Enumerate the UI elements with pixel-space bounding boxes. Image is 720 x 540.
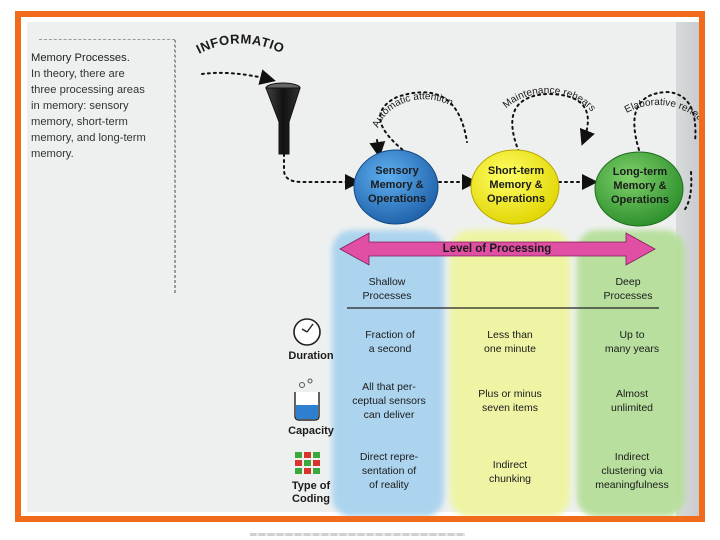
caption-line: memory, and long-term — [31, 132, 146, 144]
level-of-processing-label: Level of Processing — [442, 243, 552, 255]
caption-line: three processing areas — [31, 84, 145, 96]
information-label: INFORMATION — [27, 22, 287, 57]
sensory-memory-node — [353, 149, 439, 225]
caption-line: in memory: sensory — [31, 100, 129, 112]
duration-label: Duration — [288, 350, 334, 362]
caption-box — [39, 39, 176, 293]
level-of-processing-arrow — [339, 232, 656, 266]
elaborative-rehearsal-label: Elaborative rehearsal — [27, 22, 699, 135]
short-term-memory-node — [470, 149, 560, 225]
long-term-memory-node — [594, 151, 684, 227]
memory-diagram: Automatic attention Maintenance rehearsa… — [27, 22, 699, 516]
automatic-attention-label: Automatic attention — [371, 91, 455, 129]
capacity-label: Capacity — [288, 425, 334, 437]
scanned-page: Memory Processes. In theory, there are t… — [27, 22, 699, 516]
processing-bands — [332, 230, 685, 516]
caption-line: In theory, there are — [31, 68, 125, 80]
grid-icon — [295, 452, 320, 474]
caption-text: Memory Processes. In theory, there are t… — [31, 50, 161, 162]
caption-line: memory, short-term — [31, 116, 128, 128]
footer-smudge — [250, 533, 465, 536]
caption-line: memory. — [31, 148, 74, 160]
funnel-icon — [265, 82, 301, 155]
caption-line: Memory Processes. — [31, 52, 130, 64]
maintenance-rehearsal-label: Maintenance rehearsal — [27, 22, 597, 114]
clock-icon — [293, 318, 321, 346]
slide-frame: Memory Processes. In theory, there are t… — [15, 11, 705, 522]
beaker-icon — [294, 378, 320, 421]
